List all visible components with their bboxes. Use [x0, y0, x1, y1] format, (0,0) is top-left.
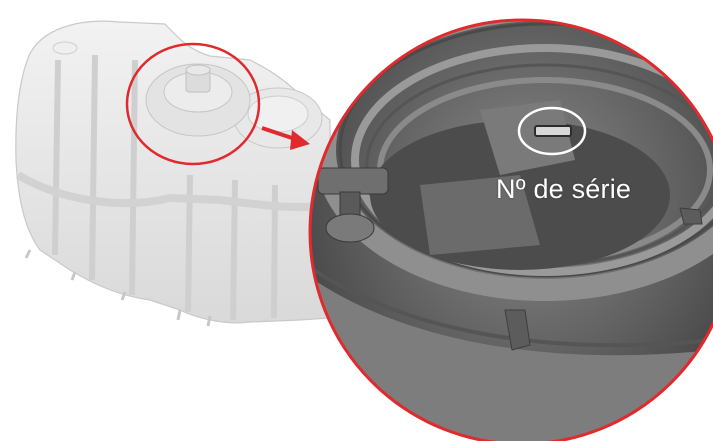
tank-lid [145, 63, 251, 137]
serial-number-label: Nº de série [496, 174, 632, 204]
zoom-detail [310, 20, 713, 441]
serial-marker-ring [517, 106, 587, 156]
arrow-right-icon [261, 126, 310, 150]
tank-body [15, 20, 331, 327]
zoom-border [308, 18, 713, 441]
serial-plate [534, 125, 572, 137]
highlight-ring [125, 42, 261, 166]
